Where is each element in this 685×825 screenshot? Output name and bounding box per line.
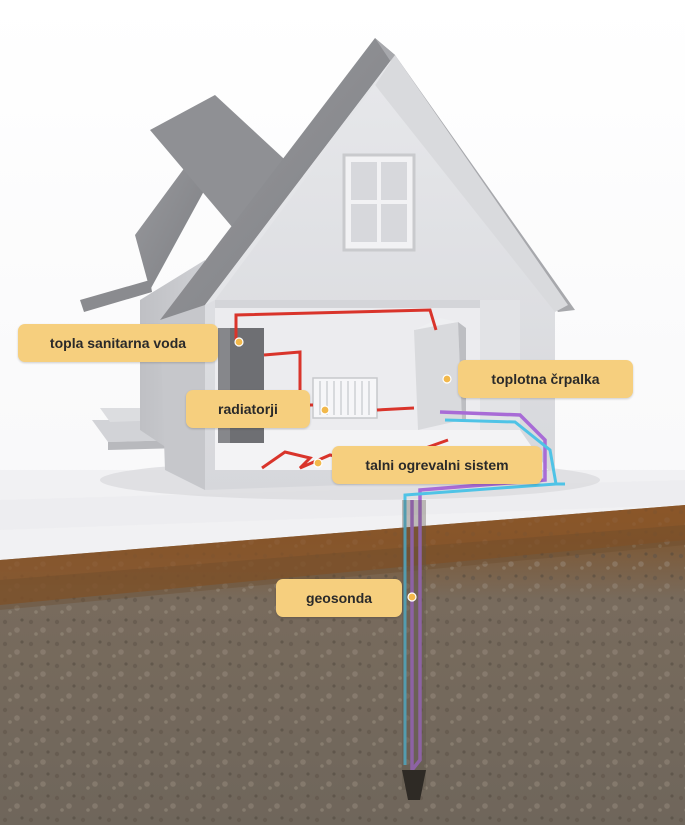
borehole	[402, 500, 426, 800]
attic-window	[342, 153, 416, 252]
return-pipe	[410, 410, 547, 775]
callout-dots	[234, 337, 452, 602]
roof	[160, 38, 575, 320]
label-heat-pump: toplotna črpalka	[458, 360, 633, 398]
porch-canopy	[80, 280, 152, 312]
label-radiators: radiatorji	[186, 390, 310, 428]
label-ground-probe: geosonda	[276, 579, 402, 617]
label-floor-heating: talni ogrevalni sistem	[332, 446, 542, 484]
label-hot-water: topla sanitarna voda	[18, 324, 218, 362]
ground-loop-pipe	[403, 418, 565, 765]
soil-cross-section	[0, 505, 685, 825]
